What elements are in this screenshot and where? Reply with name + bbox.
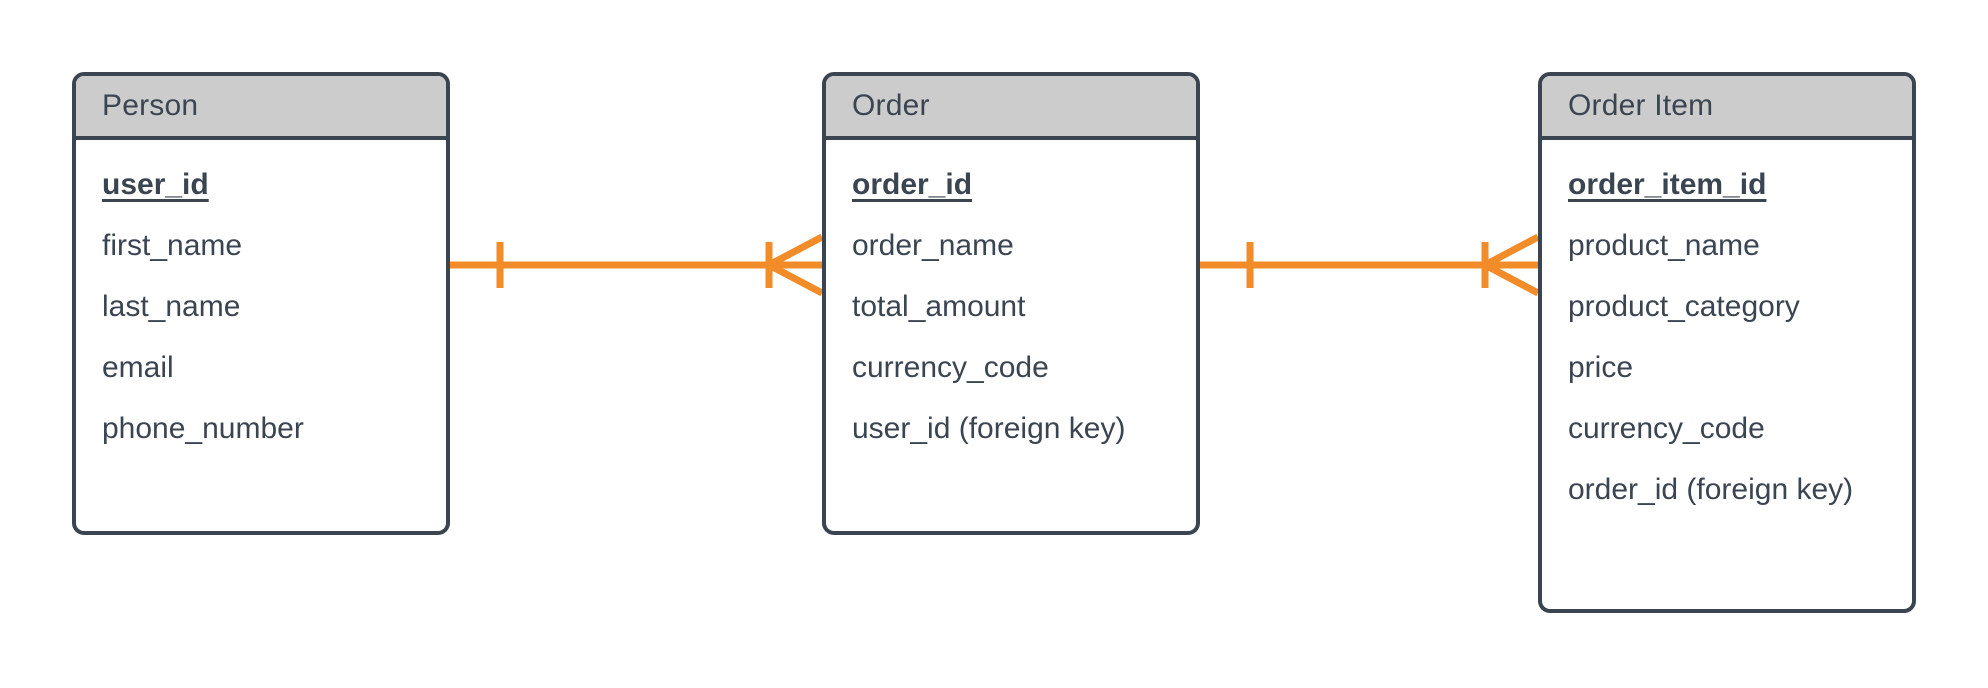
field-row[interactable]: price (1568, 350, 1634, 384)
crows-foot-prong-upper (767, 233, 824, 269)
entity-person-title: Person (102, 89, 199, 122)
crows-foot-prong-lower (767, 261, 824, 297)
relationship-person-order[interactable] (450, 225, 824, 305)
field-row[interactable]: email (102, 350, 174, 384)
relationship-person-order-svg (450, 233, 824, 297)
field-row[interactable]: currency_code (1568, 411, 1765, 445)
field-row[interactable]: user_id (foreign key) (852, 411, 1126, 445)
crows-foot-prong-lower (1483, 261, 1540, 297)
entity-person-fields: user_id first_name last_name email phone… (76, 140, 446, 475)
field-row[interactable]: product_category (1568, 289, 1800, 323)
field-row[interactable]: product_name (1568, 228, 1760, 262)
relationship-order-orderitem-svg (1200, 233, 1540, 297)
entity-order[interactable]: Order order_id order_name total_amount c… (822, 72, 1200, 535)
entity-order-fields: order_id order_name total_amount currenc… (826, 140, 1196, 475)
entity-person[interactable]: Person user_id first_name last_name emai… (72, 72, 450, 535)
field-row[interactable]: last_name (102, 289, 241, 323)
entity-order-item-fields: order_item_id product_name product_categ… (1542, 140, 1912, 536)
entity-order-title: Order (852, 89, 930, 122)
crows-foot-prong-upper (1483, 233, 1540, 269)
field-row[interactable]: order_id (foreign key) (1568, 472, 1854, 506)
field-row[interactable]: order_item_id (1568, 167, 1767, 201)
field-row[interactable]: first_name (102, 228, 243, 262)
relationship-order-orderitem[interactable] (1200, 225, 1540, 305)
field-row[interactable]: phone_number (102, 411, 304, 445)
field-row[interactable]: order_id (852, 167, 973, 201)
entity-order-item[interactable]: Order Item order_item_id product_name pr… (1538, 72, 1916, 613)
entity-order-header: Order (826, 76, 1196, 140)
entity-person-header: Person (76, 76, 446, 140)
field-row[interactable]: currency_code (852, 350, 1049, 384)
entity-order-item-header: Order Item (1542, 76, 1912, 140)
entity-order-item-title: Order Item (1568, 89, 1714, 122)
field-row[interactable]: user_id (102, 167, 209, 201)
field-row[interactable]: order_name (852, 228, 1014, 262)
field-row[interactable]: total_amount (852, 289, 1026, 323)
